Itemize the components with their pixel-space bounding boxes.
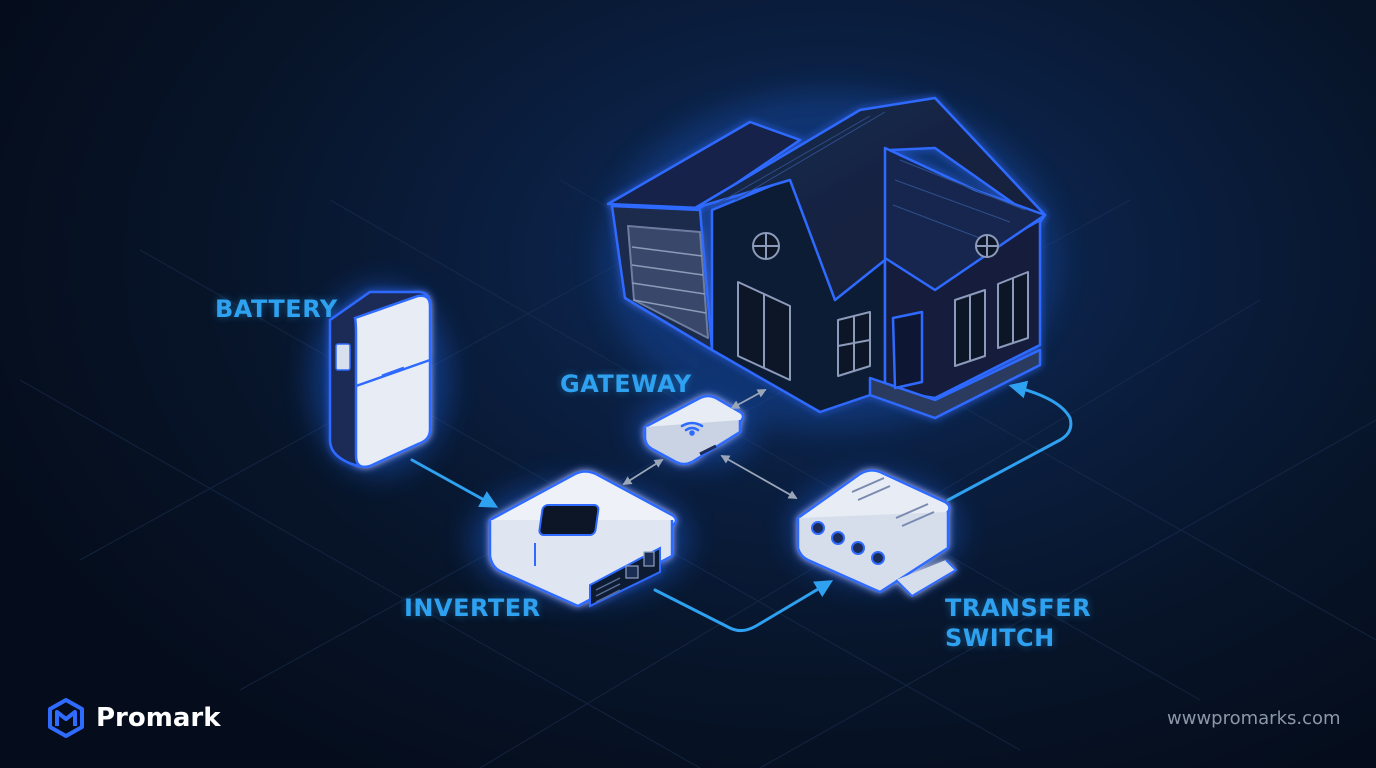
house <box>606 96 1047 420</box>
inverter-label: INVERTER <box>404 594 541 622</box>
flow-arrows <box>410 380 1073 633</box>
transfer-switch-label: TRANSFER SWITCH <box>945 593 1091 653</box>
garage-door-slats <box>631 246 707 314</box>
battery-label: BATTERY <box>215 295 338 323</box>
inverter-device <box>488 470 678 608</box>
hexagon-m-logo-icon <box>48 698 84 738</box>
link-gateway-transfer-switch <box>720 455 798 499</box>
house-main-roof <box>693 96 1047 302</box>
communication-arrows <box>622 389 798 499</box>
transfer-switch-device <box>796 469 958 598</box>
roof-lines <box>714 111 1026 241</box>
arrow-battery-to-inverter <box>410 458 499 508</box>
arrow-transfer-switch-to-house <box>946 380 1073 502</box>
inverter-display <box>538 504 600 536</box>
battery-device <box>328 290 432 469</box>
transfer-switch-label-line1: TRANSFER <box>945 594 1092 622</box>
link-gateway-inverter <box>622 459 664 485</box>
brand-name: Promark <box>96 703 221 733</box>
wifi-icon <box>680 421 704 436</box>
porch <box>868 348 1042 420</box>
link-gateway-house <box>730 389 767 409</box>
transfer-switch-label-line2: SWITCH <box>945 624 1055 652</box>
house-windows <box>737 232 1029 381</box>
garage-roof <box>606 120 802 210</box>
front-door <box>891 310 924 390</box>
website-url[interactable]: wwwpromarks.com <box>1167 708 1341 729</box>
brand: Promark <box>46 698 221 738</box>
arrow-inverter-to-transfer-switch <box>653 580 834 633</box>
gateway-label: GATEWAY <box>560 370 692 398</box>
gateway-device <box>642 394 745 466</box>
